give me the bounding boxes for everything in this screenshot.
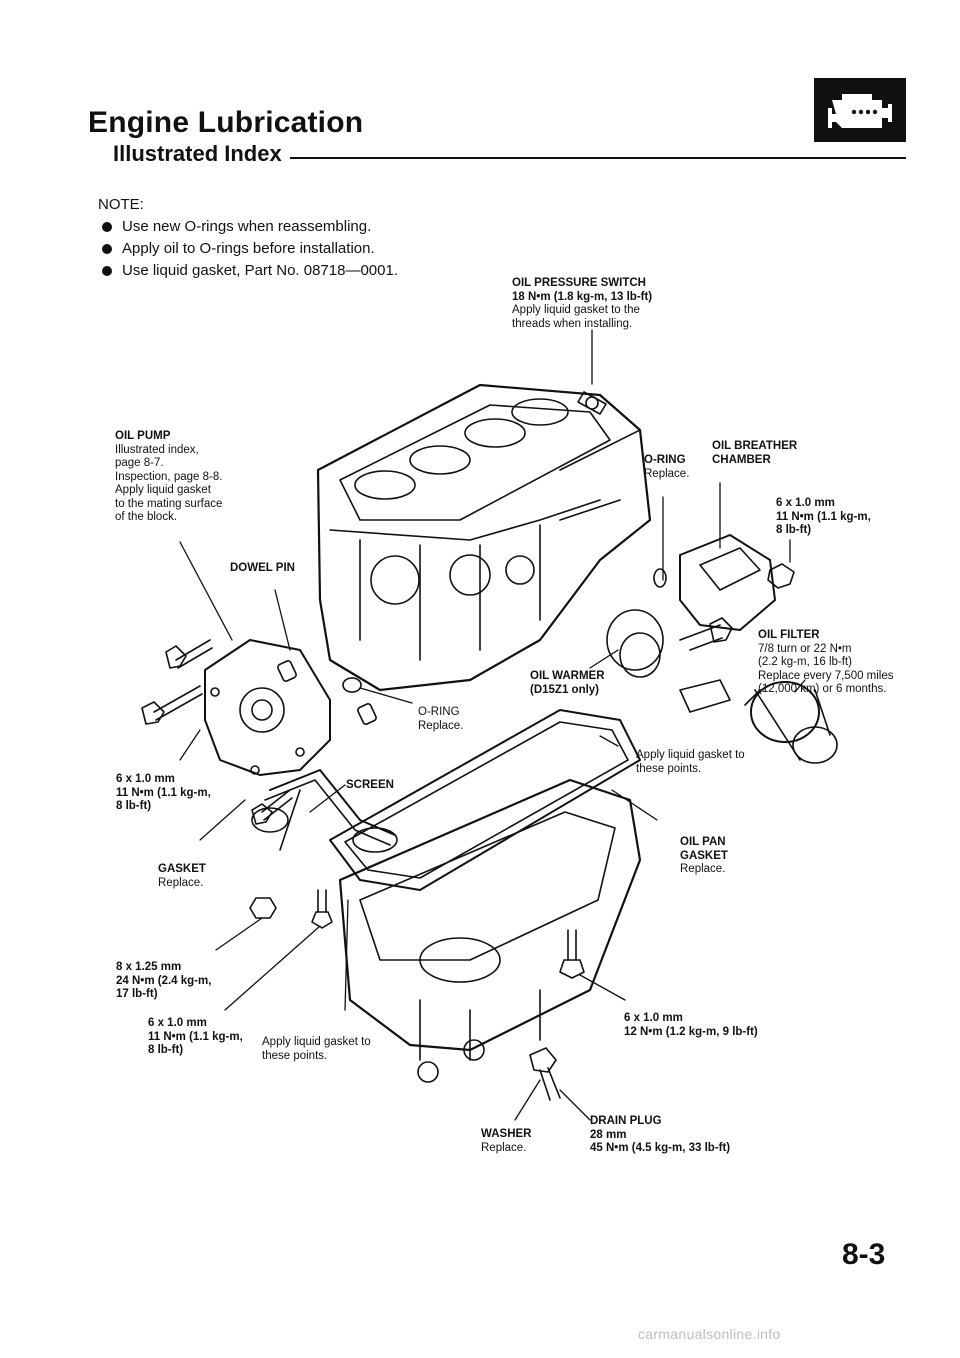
callout-pan-bolt: 6 x 1.0 mm 12 N•m (1.2 kg-m, 9 lb-ft)	[624, 1012, 758, 1038]
watermark: carmanualsonline.info	[638, 1326, 781, 1342]
callout-o-ring-mid: O-RING Replace.	[418, 706, 464, 732]
callout-oil-breather-chamber: OIL BREATHER CHAMBER	[712, 440, 798, 466]
title-rule	[290, 157, 906, 159]
callout-dowel-pin: DOWEL PIN	[230, 562, 295, 574]
page-subtitle: Illustrated Index	[113, 141, 282, 166]
callout-gasket: GASKET Replace.	[158, 863, 206, 889]
callout-washer: WASHER Replace.	[481, 1128, 532, 1154]
bullet-icon	[102, 244, 112, 254]
note-list: Use new O-rings when reassembling. Apply…	[98, 216, 398, 282]
callout-breather-bolt: 6 x 1.0 mm 11 N•m (1.1 kg-m, 8 lb-ft)	[776, 497, 871, 536]
oil-pan	[338, 778, 642, 1061]
oil-pump	[204, 639, 331, 776]
oil-screen	[251, 769, 398, 853]
oil-breather-chamber	[653, 534, 795, 631]
engine-block	[316, 383, 652, 692]
bullet-icon	[102, 266, 112, 276]
callout-oil-pressure-switch: OIL PRESSURE SWITCH 18 N•m (1.8 kg-m, 13…	[512, 277, 653, 330]
bullet-icon	[102, 222, 112, 232]
engine-icon	[814, 78, 906, 142]
callout-oil-warmer: OIL WARMER (D15Z1 only)	[530, 670, 605, 696]
callout-liquid-gasket-bottom: Apply liquid gasket to these points.	[262, 1036, 371, 1062]
callout-oil-pump: OIL PUMP Illustrated index, page 8-7. In…	[115, 430, 223, 523]
callout-screen: SCREEN	[346, 779, 394, 791]
oil-pan-gasket	[329, 709, 641, 891]
leader-lines	[179, 329, 806, 1121]
dowel-pins	[277, 660, 377, 725]
note-item: Use new O-rings when reassembling.	[98, 216, 398, 238]
callout-liquid-gasket-right: Apply liquid gasket to these points.	[636, 749, 745, 775]
callout-bolt-8x125: 8 x 1.25 mm 24 N•m (2.4 kg-m, 17 lb-ft)	[116, 961, 212, 1000]
page-number: 8-3	[842, 1238, 886, 1271]
note-item: Apply oil to O-rings before installation…	[98, 238, 398, 260]
callout-oil-filter: OIL FILTER 7/8 turn or 22 N•m (2.2 kg-m,…	[758, 629, 894, 695]
callout-drain-plug: DRAIN PLUG 28 mm 45 N•m (4.5 kg-m, 33 lb…	[590, 1115, 731, 1154]
oil-pressure-switch	[577, 391, 607, 415]
callout-bolt-6x10-bottom: 6 x 1.0 mm 11 N•m (1.1 kg-m, 8 lb-ft)	[148, 1017, 243, 1056]
callout-oil-pan-gasket: OIL PAN GASKET Replace.	[680, 836, 728, 875]
pan-bolts	[249, 889, 585, 1101]
callout-o-ring-top: O-RING Replace.	[644, 454, 690, 480]
callout-pump-bolt: 6 x 1.0 mm 11 N•m (1.1 kg-m, 8 lb-ft)	[116, 773, 211, 812]
oil-filter	[744, 681, 838, 764]
oil-warmer	[606, 609, 733, 713]
note-item: Use liquid gasket, Part No. 08718—0001.	[98, 260, 398, 282]
note-heading: NOTE:	[98, 196, 144, 213]
pump-bolts	[141, 639, 293, 825]
page-title: Engine Lubrication	[88, 106, 364, 139]
